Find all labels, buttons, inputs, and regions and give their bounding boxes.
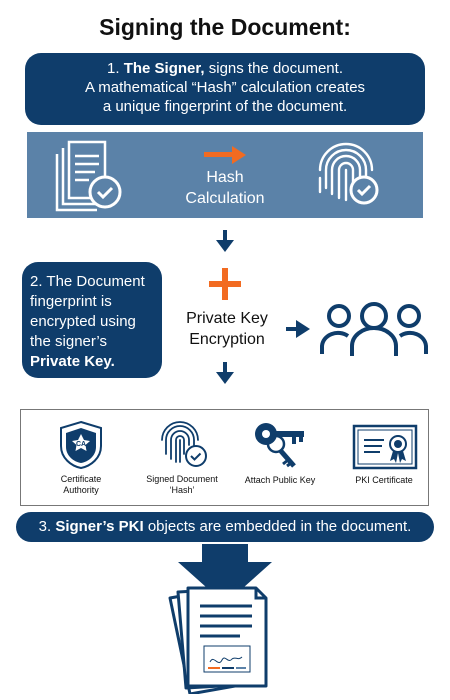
orange-plus-icon	[209, 268, 241, 300]
fingerprint-check-icon	[161, 421, 207, 467]
document-check-icon	[55, 140, 122, 212]
object-label-attach-public-key: Attach Public Key	[244, 475, 316, 485]
step1-bold: The Signer,	[123, 60, 205, 77]
down-arrow-icon	[216, 230, 234, 252]
step2-box: 2. The Document fingerprint is encrypted…	[22, 262, 162, 378]
pki-objects-box	[20, 409, 429, 506]
step2-text: 2. The Document fingerprint is encrypted…	[30, 273, 145, 350]
orange-arrow-right-icon	[204, 146, 246, 164]
signed-document-stack-icon	[168, 544, 272, 694]
object-label-signed-document-hash: Signed Document ‘Hash’	[146, 474, 218, 495]
ca-badge-icon: CA	[60, 420, 102, 470]
step3-banner: 3. Signer’s PKI objects are embedded in …	[16, 512, 434, 542]
page-title: Signing the Document:	[99, 14, 351, 40]
down-arrow-icon	[216, 362, 234, 384]
right-arrow-icon	[286, 320, 310, 338]
fingerprint-check-icon	[318, 142, 379, 205]
step1-number: 1.	[107, 60, 120, 77]
step1-banner: 1. The Signer, signs the document. A mat…	[25, 53, 425, 125]
keys-icon	[255, 423, 304, 468]
step1-line3: a unique fingerprint of the document.	[102, 98, 348, 115]
step1-line1: signs the document.	[208, 60, 343, 77]
certificate-icon	[352, 424, 418, 470]
hash-calculation-label: Hash Calculation	[185, 169, 265, 207]
object-label-certificate-authority: Certificate Authority	[60, 474, 102, 495]
step1-line2: A mathematical “Hash” calculation create…	[84, 79, 366, 96]
step2-bold: Private Key.	[30, 353, 115, 370]
private-key-encryption-label: Private Key Encryption	[186, 310, 268, 348]
object-label-pki-certificate: PKI Certificate	[355, 475, 413, 485]
users-group-icon	[320, 302, 428, 356]
ca-badge-text: CA	[76, 441, 86, 448]
